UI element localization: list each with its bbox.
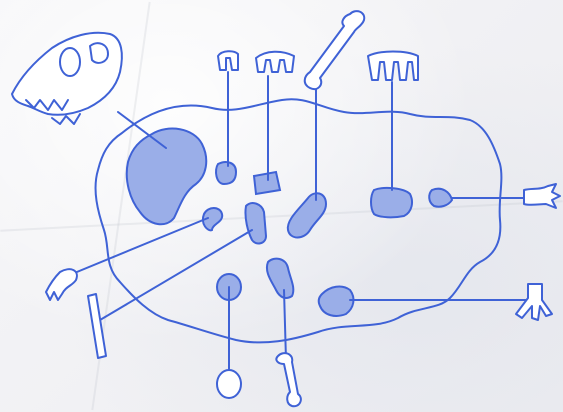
leg-bone-fossil (244, 202, 268, 245)
stick-bone-icon (87, 293, 107, 359)
rib-fossil (286, 192, 328, 239)
claw-icon (45, 268, 78, 301)
hip-fossil (370, 186, 413, 219)
small-bone-fossil (215, 161, 238, 186)
leader-line-claw (71, 217, 209, 275)
oval-bone-icon (216, 369, 242, 399)
leader-line-leg (99, 229, 253, 321)
tail-bone-fossil (428, 187, 454, 208)
long-bone-icon (303, 10, 366, 90)
teeth-icon-2 (255, 50, 295, 73)
leader-line-femur (283, 289, 287, 361)
foot-fossil (317, 285, 355, 317)
tail-spike-icon (523, 183, 561, 209)
hand-bones-icon (515, 283, 553, 321)
claw-fossil (202, 207, 224, 232)
short-bone-icon (275, 352, 302, 408)
dig-site-outline (94, 98, 503, 344)
dinosaur-skull-icon (11, 31, 123, 125)
femur-fossil (266, 257, 295, 299)
teeth-icon-3 (367, 50, 419, 81)
leader-line-skull (117, 111, 167, 149)
skull-fossil (125, 127, 208, 226)
teeth-icon-1 (217, 50, 239, 71)
